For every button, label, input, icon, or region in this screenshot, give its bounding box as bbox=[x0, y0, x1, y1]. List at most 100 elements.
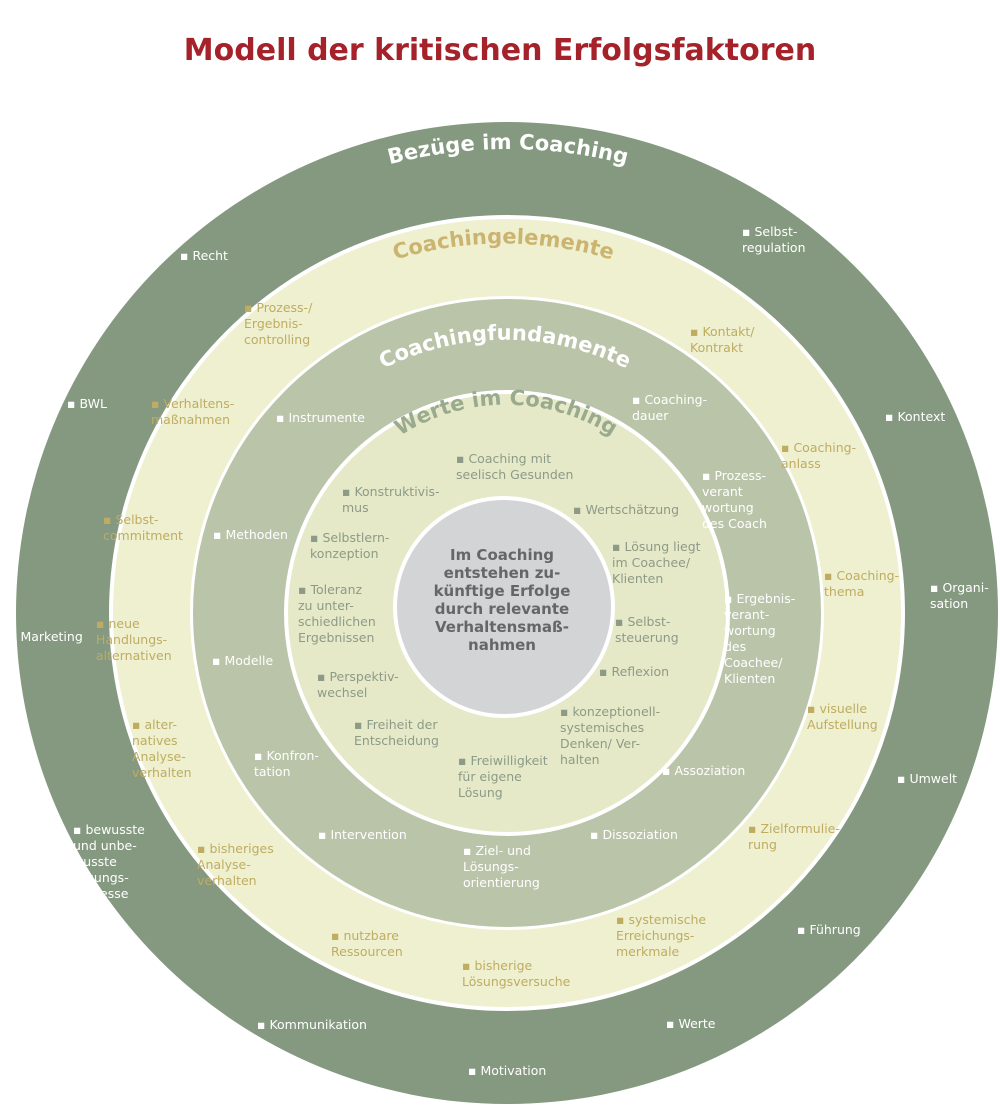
fundamente-ring-item: ▪ Modelle bbox=[212, 653, 274, 668]
bullet-icon: ▪ bbox=[456, 451, 469, 466]
elements-ring-item: ▪ Prozess-/ Ergebnis- controlling bbox=[244, 300, 313, 347]
bullet-icon: ▪ bbox=[824, 568, 837, 583]
bullet-icon: ▪ bbox=[807, 701, 820, 716]
bullet-icon: ▪ bbox=[298, 582, 311, 597]
bullet-icon: ▪ bbox=[599, 664, 612, 679]
elements-ring-item: ▪ Kontakt/ Kontrakt bbox=[690, 324, 755, 355]
bullet-icon: ▪ bbox=[560, 704, 573, 719]
werte-ring-item: ▪ Reflexion bbox=[599, 664, 670, 679]
bullet-icon: ▪ bbox=[151, 396, 164, 411]
fundamente-ring-item: ▪ Ergebnis- verant- wortung des Coachee/… bbox=[724, 591, 796, 686]
werte-ring-item: ▪ Freiwilligkeit für eigene Lösung bbox=[458, 753, 548, 800]
bullet-icon: ▪ bbox=[930, 580, 943, 595]
elements-ring-item: ▪ bisherige Lösungsversuche bbox=[462, 958, 571, 989]
center-circle bbox=[397, 500, 611, 714]
bullet-icon: ▪ bbox=[797, 922, 810, 937]
elements-ring-item: ▪ systemische Erreichungs- merkmale bbox=[616, 912, 707, 959]
fundamente-ring-item: ▪ Ziel- und Lösungs- orientierung bbox=[463, 843, 540, 890]
outer-ring-item: ▪ Marketing bbox=[8, 629, 83, 644]
bullet-icon: ▪ bbox=[612, 539, 625, 554]
fundamente-ring-item: ▪ Instrumente bbox=[276, 410, 365, 425]
elements-ring-item: ▪ Zielformulie- rung bbox=[748, 821, 840, 852]
bullet-icon: ▪ bbox=[244, 300, 257, 315]
bullet-icon: ▪ bbox=[103, 512, 116, 527]
outer-ring-item: ▪ Recht bbox=[180, 248, 228, 263]
bullet-icon: ▪ bbox=[212, 653, 225, 668]
elements-ring-item: ▪ bisheriges Analyse- verhalten bbox=[197, 841, 274, 888]
bullet-icon: ▪ bbox=[67, 396, 80, 411]
fundamente-ring-item: ▪ Methoden bbox=[213, 527, 288, 542]
elements-ring-item: ▪ alter- natives Analyse- verhalten bbox=[132, 717, 192, 780]
outer-ring-item: ▪ Kommunikation bbox=[257, 1017, 367, 1032]
bullet-icon: ▪ bbox=[468, 1063, 481, 1078]
fundamente-ring-item: ▪ Prozess- verant wortung des Coach bbox=[702, 468, 767, 531]
bullet-icon: ▪ bbox=[317, 669, 330, 684]
outer-ring-item: ▪ Werte bbox=[666, 1016, 716, 1031]
bullet-icon: ▪ bbox=[458, 753, 471, 768]
werte-ring-item: ▪ konzeptionell- systemisches Denken/ Ve… bbox=[560, 704, 661, 767]
werte-ring-item: ▪ Coaching mit seelisch Gesunden bbox=[456, 451, 574, 482]
center-statement: Im Coaching entstehen zu- künftige Erfol… bbox=[433, 546, 571, 654]
fundamente-ring-item: ▪ Assoziation bbox=[662, 763, 746, 778]
bullet-icon: ▪ bbox=[96, 616, 109, 631]
bullet-icon: ▪ bbox=[8, 629, 21, 644]
bullet-icon: ▪ bbox=[897, 771, 910, 786]
outer-ring-item: ▪ BWL bbox=[67, 396, 107, 411]
elements-ring-item: ▪ Coaching- thema bbox=[824, 568, 900, 599]
bullet-icon: ▪ bbox=[180, 248, 193, 263]
outer-ring-item: ▪ Kontext bbox=[885, 409, 946, 424]
elements-ring-item: ▪ Selbst- commitment bbox=[103, 512, 183, 543]
fundamente-ring-item: ▪ Coaching- dauer bbox=[632, 392, 708, 423]
bullet-icon: ▪ bbox=[690, 324, 703, 339]
bullet-icon: ▪ bbox=[662, 763, 675, 778]
werte-ring-item: ▪ Perspektiv- wechsel bbox=[317, 669, 399, 700]
bullet-icon: ▪ bbox=[342, 484, 355, 499]
bullet-icon: ▪ bbox=[781, 440, 794, 455]
fundamente-ring-item: ▪ Konfron- tation bbox=[254, 748, 319, 779]
werte-ring-item: ▪ Selbstlern- konzeption bbox=[310, 530, 390, 561]
bullet-icon: ▪ bbox=[666, 1016, 679, 1031]
bullet-icon: ▪ bbox=[463, 843, 476, 858]
bullet-icon: ▪ bbox=[615, 614, 628, 629]
outer-ring-item: ▪ bewusste und unbe- wusste Lösungs- pro… bbox=[73, 822, 145, 901]
bullet-icon: ▪ bbox=[310, 530, 323, 545]
page-title: Modell der kritischen Erfolgsfaktoren bbox=[183, 33, 817, 68]
werte-ring-item: ▪ Toleranz zu unter- schiedlichen Ergebn… bbox=[298, 582, 376, 645]
bullet-icon: ▪ bbox=[132, 717, 145, 732]
bullet-icon: ▪ bbox=[213, 527, 226, 542]
werte-ring-item: ▪ Lösung liegt im Coachee/ Klienten bbox=[612, 539, 701, 586]
elements-ring-item: ▪ nutzbare Ressourcen bbox=[331, 928, 403, 959]
werte-ring-item: ▪ Selbst- steuerung bbox=[615, 614, 679, 645]
outer-ring-item: ▪ Motivation bbox=[468, 1063, 547, 1078]
bullet-icon: ▪ bbox=[616, 912, 629, 927]
bullet-icon: ▪ bbox=[331, 928, 344, 943]
werte-ring-item: ▪ Freiheit der Entscheidung bbox=[354, 717, 439, 748]
outer-ring-item: ▪ Führung bbox=[797, 922, 861, 937]
bullet-icon: ▪ bbox=[254, 748, 267, 763]
fundamente-ring-item: ▪ Dissoziation bbox=[590, 827, 678, 842]
bullet-icon: ▪ bbox=[724, 591, 737, 606]
werte-ring-item: ▪ Wertschätzung bbox=[573, 502, 680, 517]
bullet-icon: ▪ bbox=[573, 502, 586, 517]
outer-ring-item: ▪ Organi- sation bbox=[930, 580, 989, 611]
bullet-icon: ▪ bbox=[197, 841, 210, 856]
elements-ring-item: ▪ Verhaltens- maßnahmen bbox=[151, 396, 235, 427]
bullet-icon: ▪ bbox=[742, 224, 755, 239]
bullet-icon: ▪ bbox=[73, 822, 86, 837]
bullet-icon: ▪ bbox=[702, 468, 715, 483]
bullet-icon: ▪ bbox=[590, 827, 603, 842]
werte-ring-item: ▪ Konstruktivis- mus bbox=[342, 484, 440, 515]
bullet-icon: ▪ bbox=[257, 1017, 270, 1032]
bullet-icon: ▪ bbox=[748, 821, 761, 836]
bullet-icon: ▪ bbox=[885, 409, 898, 424]
elements-ring-item: ▪ neue Handlungs- alternativen bbox=[96, 616, 172, 663]
bullet-icon: ▪ bbox=[632, 392, 645, 407]
elements-ring-item: ▪ visuelle Aufstellung bbox=[807, 701, 878, 732]
outer-ring-item: ▪ Umwelt bbox=[897, 771, 958, 786]
bullet-icon: ▪ bbox=[276, 410, 289, 425]
bullet-icon: ▪ bbox=[354, 717, 367, 732]
bullet-icon: ▪ bbox=[462, 958, 475, 973]
fundamente-ring-item: ▪ Intervention bbox=[318, 827, 407, 842]
